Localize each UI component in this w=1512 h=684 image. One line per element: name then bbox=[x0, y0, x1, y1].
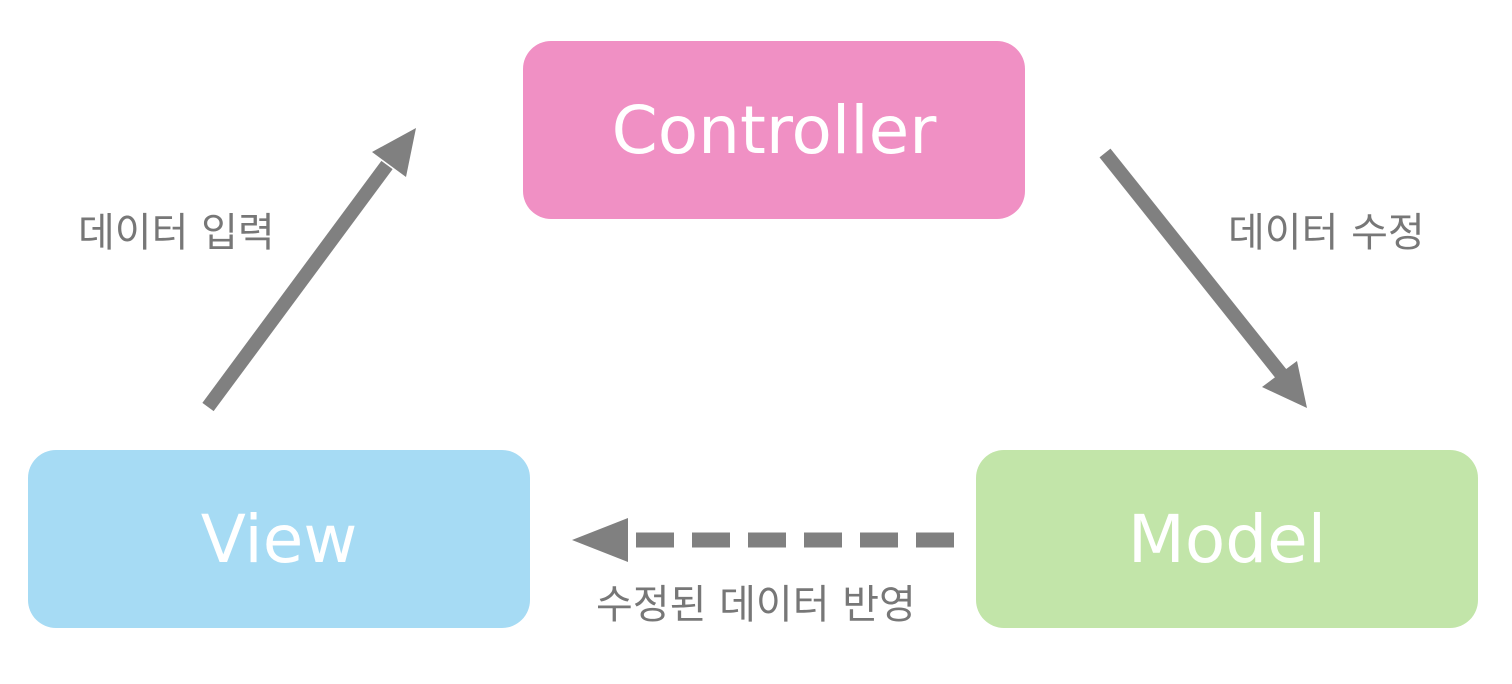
controller-node-label: Controller bbox=[611, 91, 937, 169]
edge-label-view-to-controller: 데이터 입력 bbox=[78, 210, 275, 256]
model-node: Model bbox=[976, 450, 1478, 628]
arrow-model-to-view bbox=[572, 518, 954, 562]
view-node-label: View bbox=[200, 500, 358, 578]
view-node: View bbox=[28, 450, 530, 628]
model-node-label: Model bbox=[1127, 500, 1327, 578]
arrow-view-to-controller bbox=[202, 128, 416, 412]
edge-label-controller-to-model: 데이터 수정 bbox=[1228, 210, 1425, 256]
controller-node: Controller bbox=[523, 41, 1025, 219]
edge-label-model-to-view: 수정된 데이터 반영 bbox=[596, 582, 916, 628]
arrow-controller-to-model bbox=[1099, 148, 1307, 408]
